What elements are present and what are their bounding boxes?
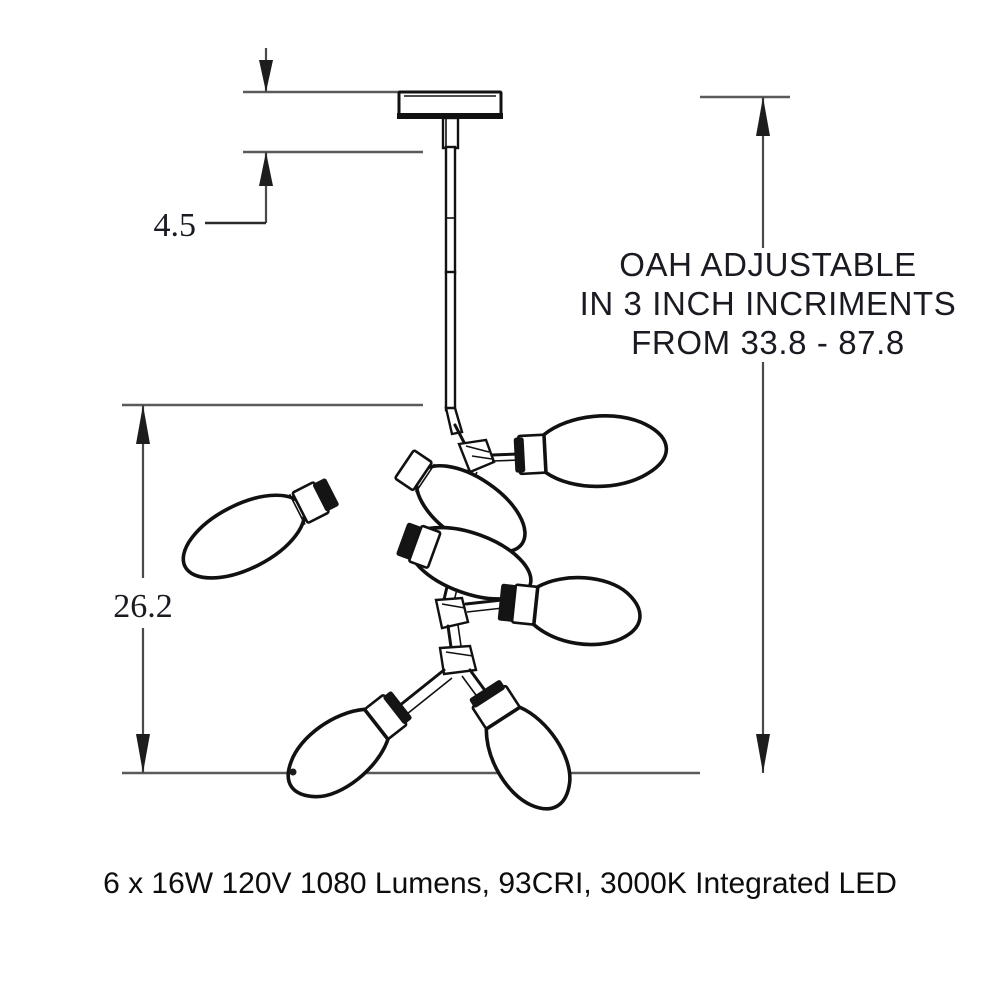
junction-node-top: [457, 438, 496, 474]
bulb-glass-lower-right: [484, 705, 572, 811]
bulb-socket-collar-lower-left: [383, 691, 412, 724]
bulb-socket-collar-upper-left-outer: [312, 478, 339, 512]
bulb-lower-right: [469, 680, 572, 811]
bulb-socket-middle-left: [408, 524, 442, 569]
arrow-down-fixture-bottom: [136, 734, 150, 773]
bulb-glass-lower-left: [286, 707, 390, 799]
bulb-upper-left-inner: [394, 449, 527, 554]
arm-lower-left-inner: [401, 677, 453, 719]
arm-lower-left: [392, 668, 446, 712]
product-specification-caption: 6 x 16W 120V 1080 Lumens, 93CRI, 3000K I…: [103, 867, 897, 900]
node-lower-mid-facet: [441, 603, 466, 609]
oah-note-line-2: IN 3 INCH INCRIMENTS: [580, 285, 957, 322]
lowest-point-marker: [289, 768, 297, 776]
bulb-neck-upper-left-outer: [288, 493, 306, 525]
bulb-middle-right: [497, 575, 642, 647]
stem-rod-lower: [444, 270, 457, 412]
bulb-glass-middle-right: [531, 575, 642, 647]
junction-node-lower-mid: [434, 596, 470, 630]
bulb-neck-upper-left-inner: [414, 463, 436, 493]
arrow-up-oah-top: [756, 97, 770, 136]
fixture-assembly: [181, 90, 669, 811]
node-lower-mid-body: [434, 596, 470, 630]
bulb-socket-upper-left-inner: [394, 449, 433, 492]
dimension-26point2: 26.2: [113, 403, 700, 775]
arrow-up-fixture-top: [136, 405, 150, 444]
oah-note-line-3: FROM 33.8 - 87.8: [631, 324, 905, 361]
bulb-glass-upper-right: [542, 414, 669, 489]
dimension-label-4point5: 4.5: [154, 207, 197, 244]
junction-node-bottom: [438, 644, 478, 676]
arrow-down-oah-bottom: [756, 734, 770, 773]
bulb-upper-left-outer: [181, 478, 339, 580]
ceiling-canopy: [397, 90, 503, 119]
arm-middle-right-inner: [466, 607, 504, 613]
stem-rod-upper: [444, 145, 457, 275]
node-top-facet-1: [465, 445, 490, 453]
arrow-down-canopy-top: [259, 60, 273, 92]
bulb-lower-left: [286, 691, 412, 799]
bulb-socket-collar-upper-right: [513, 437, 526, 473]
bulb-upper-right: [513, 414, 669, 489]
bulb-middle-left: [396, 522, 533, 601]
bulb-socket-collar-lower-right: [469, 680, 505, 708]
dimension-4point5: 4.5: [154, 48, 480, 244]
adjustable-stem: [441, 116, 464, 436]
dimension-oah: OAH ADJUSTABLE IN 3 INCH INCRIMENTS FROM…: [580, 95, 957, 773]
oah-note-line-1: OAH ADJUSTABLE: [619, 246, 917, 283]
node-top-facet-2: [471, 455, 493, 460]
stem-lower-coupler: [444, 406, 464, 436]
arrow-up-stem-mid: [259, 152, 273, 186]
node-bottom-facet: [445, 651, 474, 657]
dimension-label-26point2: 26.2: [113, 588, 173, 625]
canopy-base-plate: [397, 113, 503, 119]
